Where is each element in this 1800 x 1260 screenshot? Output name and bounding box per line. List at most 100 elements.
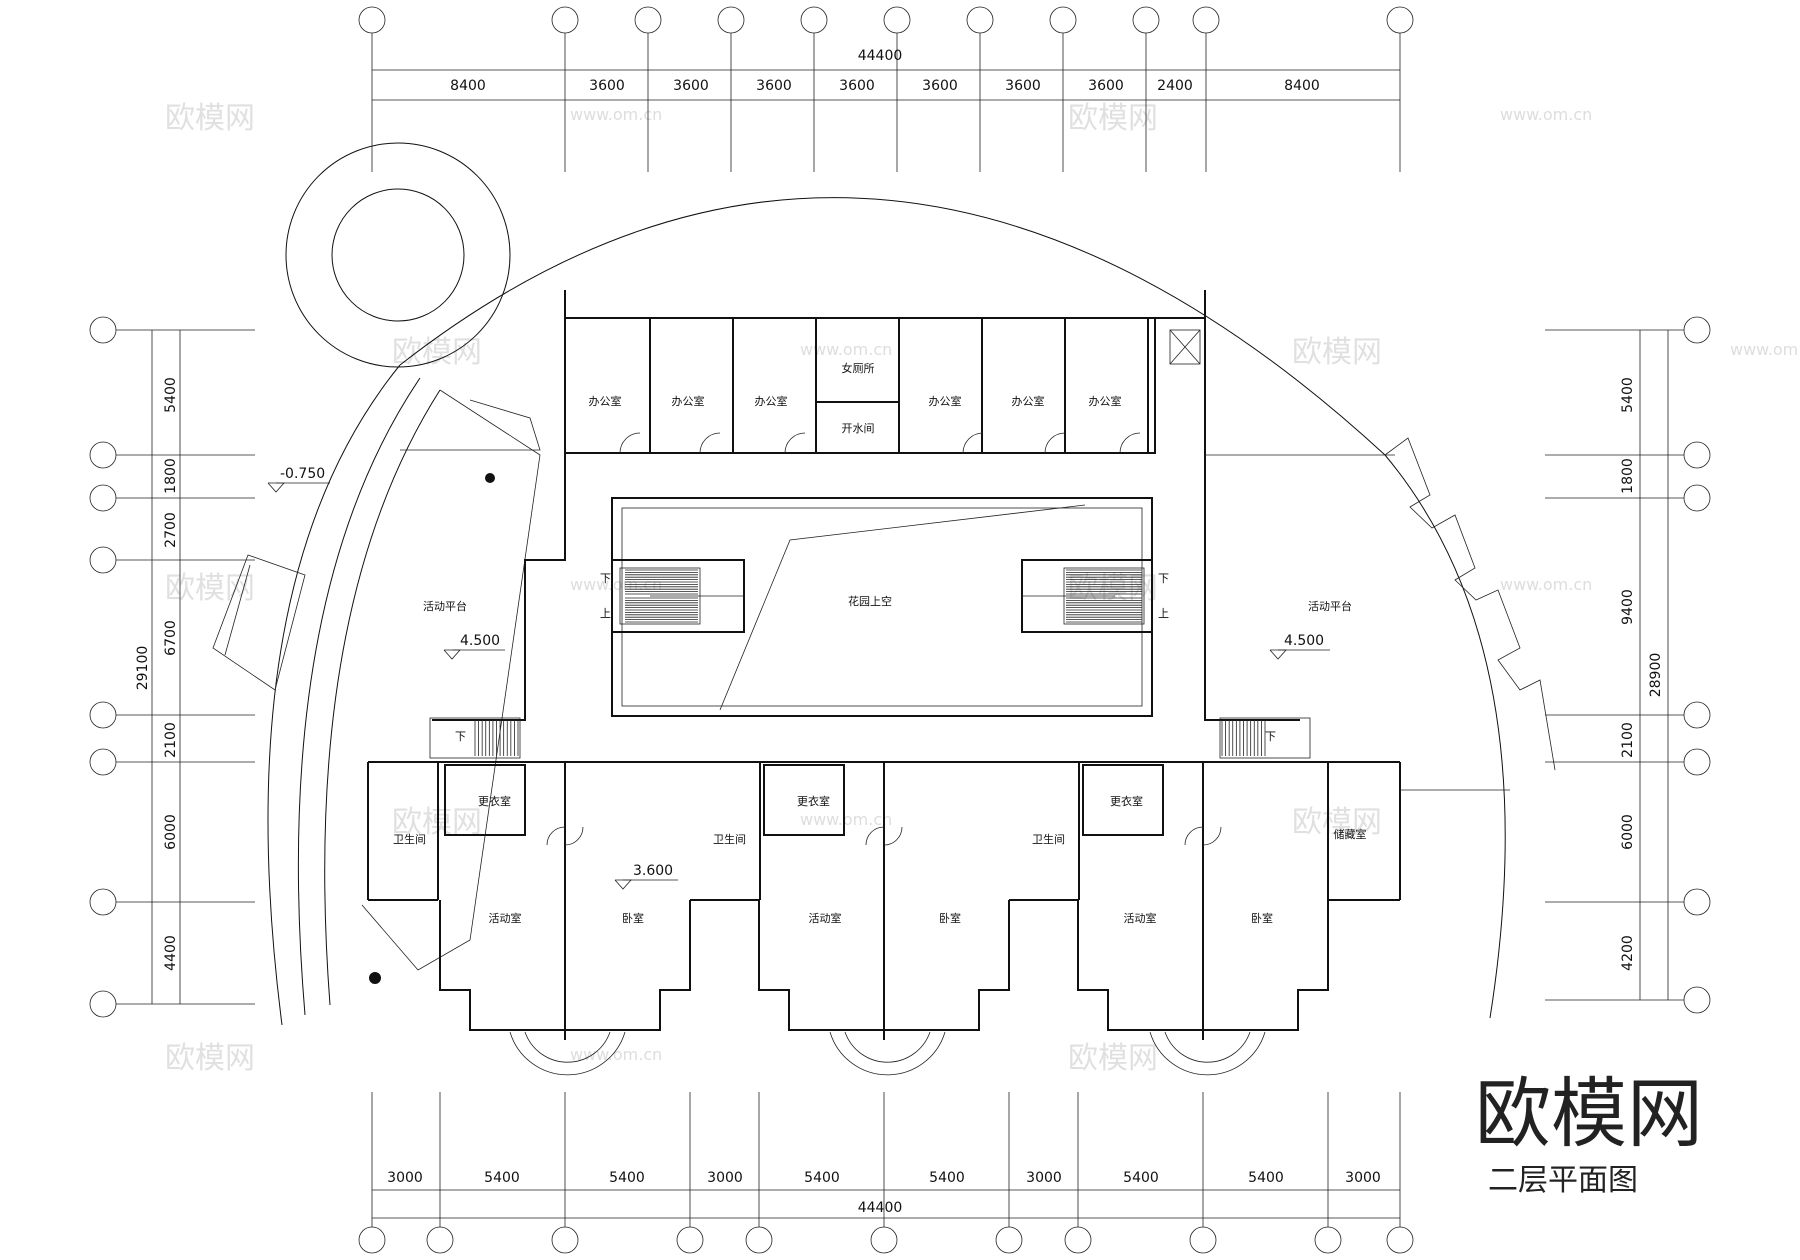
- building-outline: [212, 197, 1556, 1026]
- axis-grid-right: [1545, 316, 1711, 1014]
- axis-bubble: [995, 1226, 1023, 1254]
- door-swing: [1044, 432, 1066, 454]
- room-label-storage: 储藏室: [1334, 827, 1367, 841]
- left-dimension: 1800: [163, 458, 179, 494]
- top-dimension: 2400: [1157, 78, 1193, 94]
- room-label-activity-platform: 活动平台: [1308, 599, 1352, 613]
- door-swing: [546, 826, 566, 846]
- watermark-url: www.om.cn: [1500, 105, 1592, 124]
- bottom-dimension: 5400: [804, 1170, 840, 1186]
- watermark-url: www.om.cn: [570, 105, 662, 124]
- stair-up-label: 上: [1158, 607, 1169, 620]
- door-swing: [564, 826, 584, 846]
- axis-bubble: [745, 1226, 773, 1254]
- door-swing: [962, 432, 984, 454]
- exterior-wall: [439, 900, 565, 1031]
- changing-room-wall: [763, 764, 845, 836]
- door-swing: [1119, 432, 1141, 454]
- room-label-office: 办公室: [755, 394, 788, 408]
- axis-bubble: [358, 6, 386, 34]
- stair-right: [1021, 559, 1153, 633]
- axis-bubble: [966, 6, 994, 34]
- watermark-brand: 欧模网: [392, 335, 482, 370]
- top-dimension: 8400: [450, 78, 486, 94]
- axis-bubble: [1683, 316, 1711, 344]
- column-dot: [369, 972, 381, 984]
- bottom-dimension: 5400: [1123, 1170, 1159, 1186]
- right-dimension: 4200: [1620, 935, 1636, 971]
- axis-bubble: [1192, 6, 1220, 34]
- axis-bubble: [1132, 6, 1160, 34]
- axis-bubble: [89, 701, 117, 729]
- top-dimension: 3600: [756, 78, 792, 94]
- stair-up-label: 上: [600, 607, 611, 620]
- watermark-brand: 欧模网: [1068, 1041, 1158, 1076]
- level-platform-right: 4.500: [1284, 633, 1324, 649]
- axis-grid-top: [358, 6, 1414, 172]
- watermark-brand: 欧模网: [165, 101, 255, 136]
- bay-windows: [509, 1031, 1266, 1076]
- watermark-url: www.om.cn: [800, 810, 892, 829]
- axis-bubble: [1386, 1226, 1414, 1254]
- office-block: [564, 290, 1395, 456]
- left-total-dimension: 29100: [135, 646, 151, 691]
- room-label-changing-room: 更衣室: [1110, 794, 1143, 808]
- axis-bubble: [1683, 441, 1711, 469]
- axis-bubble: [89, 748, 117, 776]
- level-platform-left: 4.500: [460, 633, 500, 649]
- exterior-wall: [758, 900, 884, 1031]
- axis-bubble: [1683, 484, 1711, 512]
- door-swing: [619, 432, 641, 454]
- top-dimension: 3600: [922, 78, 958, 94]
- right-total-dimension: 28900: [1648, 653, 1664, 698]
- axis-bubble: [676, 1226, 704, 1254]
- top-dimension-labels: 44400 8400 3600 3600 3600 3600 3600 3600…: [450, 48, 1320, 94]
- room-label-office: 办公室: [1089, 394, 1122, 408]
- exterior-wall: [1077, 900, 1203, 1031]
- room-label-toilet: 卫生间: [1032, 832, 1065, 846]
- axis-bubble: [551, 6, 579, 34]
- stair-down-label: 下: [1158, 572, 1169, 585]
- top-dimension: 3600: [839, 78, 875, 94]
- axis-bubble: [426, 1226, 454, 1254]
- classroom-block: [367, 761, 1510, 1040]
- axis-grid-bottom: [358, 1092, 1414, 1254]
- room-label-activity-platform: 活动平台: [423, 599, 467, 613]
- top-dimension: 3600: [1005, 78, 1041, 94]
- axis-bubble: [89, 484, 117, 512]
- axis-bubble: [717, 6, 745, 34]
- watermark-url: www.om.cn: [800, 340, 892, 359]
- room-label-bedroom: 卧室: [622, 911, 644, 925]
- level-marks: [267, 482, 1330, 890]
- stair-left: [611, 559, 745, 633]
- bottom-dimension: 5400: [929, 1170, 965, 1186]
- bottom-dimension: 3000: [707, 1170, 743, 1186]
- room-label-office: 办公室: [672, 394, 705, 408]
- platform-walls: [429, 453, 1311, 759]
- top-dimension: 3600: [673, 78, 709, 94]
- axis-bubble: [89, 546, 117, 574]
- axis-bubble: [358, 1226, 386, 1254]
- axis-bubble: [89, 888, 117, 916]
- changing-room-wall: [444, 764, 526, 836]
- door-swing: [1184, 826, 1204, 846]
- left-dimension: 2700: [163, 512, 179, 548]
- top-total-dimension: 44400: [858, 48, 903, 64]
- axis-bubble: [1314, 1226, 1342, 1254]
- bottom-dimension: 3000: [1345, 1170, 1381, 1186]
- column-dot: [485, 473, 495, 483]
- room-label-toilet: 卫生间: [713, 832, 746, 846]
- axis-bubble: [89, 316, 117, 344]
- axis-bubble: [1683, 986, 1711, 1014]
- right-dimension-labels: 5400 1800 9400 2100 6000 4200 28900: [1620, 377, 1664, 971]
- exterior-wall: [884, 900, 1010, 1031]
- watermark-brand: 欧模网: [1292, 805, 1382, 840]
- round-pavilion: [285, 142, 511, 368]
- level-floor: 3.600: [633, 863, 673, 879]
- axis-grid-left: [89, 316, 255, 1018]
- left-dimension: 2100: [163, 722, 179, 758]
- bottom-dimension: 3000: [387, 1170, 423, 1186]
- watermark-brand: 欧模网: [165, 1041, 255, 1076]
- top-dimension: 3600: [1088, 78, 1124, 94]
- right-dimension: 1800: [1620, 458, 1636, 494]
